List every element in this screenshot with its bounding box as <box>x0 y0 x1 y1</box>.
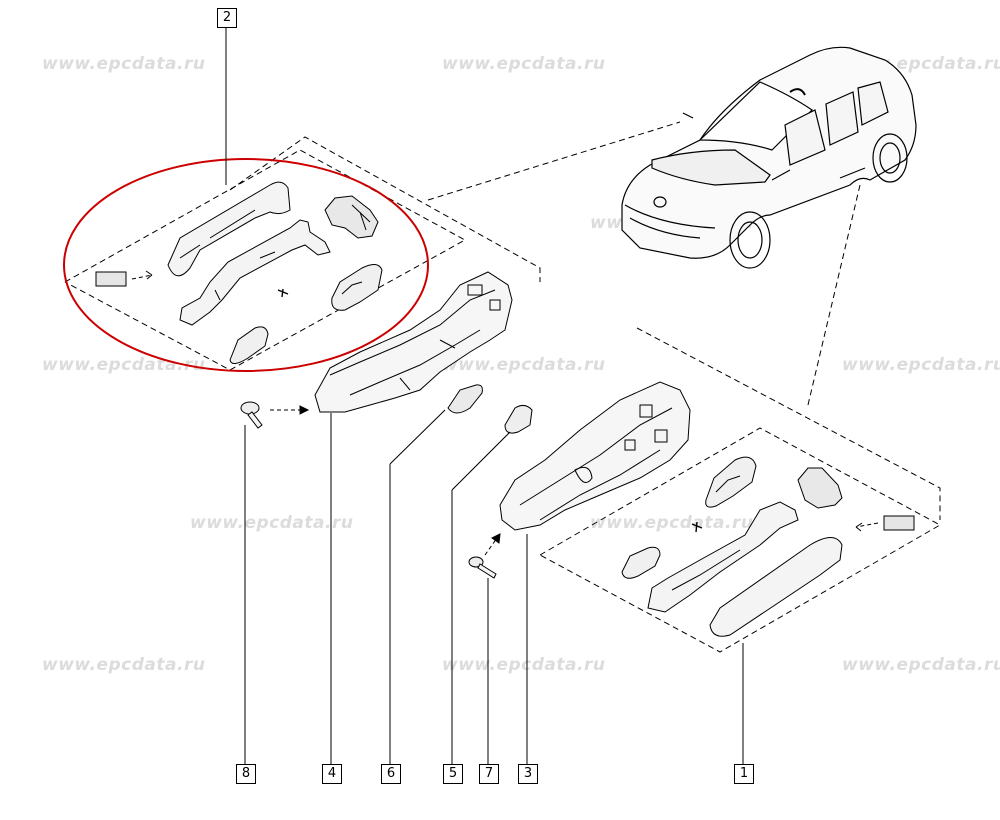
callout-leaders <box>225 28 744 764</box>
part-1-assembly <box>621 456 915 637</box>
part-2-assembly <box>95 181 383 364</box>
callout-3: 3 <box>518 764 538 784</box>
callout-8: 8 <box>236 764 256 784</box>
part-3-carrier <box>499 381 691 531</box>
assembly-outline-left <box>64 136 541 371</box>
car-illustration <box>621 46 917 269</box>
callout-7: 7 <box>479 764 499 784</box>
highlight-ellipse <box>63 158 429 372</box>
part-4-carrier <box>314 271 513 414</box>
assembly-outline-right <box>539 327 942 653</box>
part-8-screw <box>240 401 310 429</box>
callout-6: 6 <box>381 764 401 784</box>
leader-lines-to-car <box>427 121 861 406</box>
callout-2: 2 <box>217 8 237 28</box>
callout-1: 1 <box>734 764 754 784</box>
part-7-screw <box>468 533 501 579</box>
callout-4: 4 <box>322 764 342 784</box>
callout-5: 5 <box>443 764 463 784</box>
